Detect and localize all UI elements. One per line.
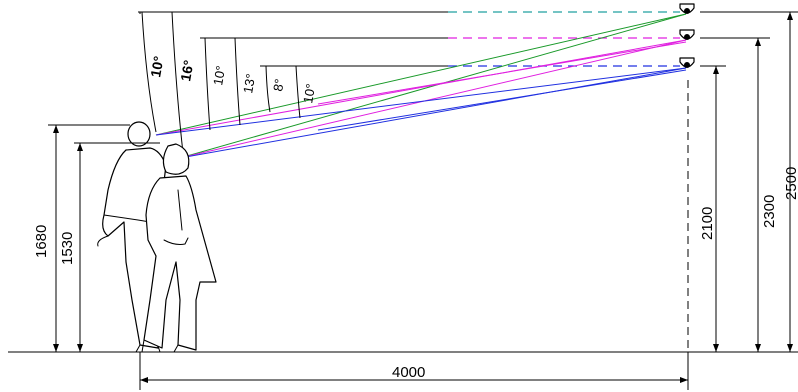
label-eye-height-1530: 1530 (59, 232, 76, 265)
sight-line-blue-1 (155, 67, 687, 136)
angle-label-5: 8° (270, 78, 287, 93)
camera-icon (679, 57, 695, 68)
person-icon (141, 143, 217, 353)
label-camera-2500: 2500 (783, 167, 798, 200)
angle-label-3: 10° (210, 65, 228, 87)
dim-2100 (713, 66, 719, 352)
angle-label-4: 13° (240, 73, 258, 95)
dim-1530 (74, 142, 160, 352)
sight-lines (155, 13, 687, 159)
dim-2300 (755, 38, 761, 352)
sight-line-blue-2 (179, 67, 687, 159)
arc-10-c (295, 65, 301, 119)
camera-icon (679, 3, 695, 14)
sight-line-green-1 (155, 13, 687, 136)
sight-line-blue-3 (317, 69, 687, 131)
sight-line-green-2 (179, 13, 687, 159)
label-camera-2100: 2100 (699, 207, 716, 240)
label-eye-height-1680: 1680 (33, 225, 50, 258)
sight-line-magenta-1 (155, 39, 687, 136)
camera-icon (679, 29, 695, 40)
dim-1680 (48, 124, 130, 352)
arc-13 (234, 37, 241, 126)
arc-16 (171, 11, 184, 154)
arc-8 (265, 65, 271, 113)
angle-label-1: 10° (147, 55, 166, 79)
dim-2500 (787, 12, 793, 352)
angle-label-6: 10° (300, 83, 318, 105)
label-distance-4000: 4000 (392, 364, 425, 381)
sight-line-magenta-2 (179, 39, 687, 159)
angle-label-2: 16° (177, 59, 196, 83)
arc-10-a (141, 11, 157, 133)
arc-10-b (204, 37, 211, 131)
label-camera-2300: 2300 (761, 195, 778, 228)
dim-4000 (139, 352, 689, 390)
sight-line-magenta-3 (317, 41, 687, 105)
angle-arcs (139, 11, 301, 154)
